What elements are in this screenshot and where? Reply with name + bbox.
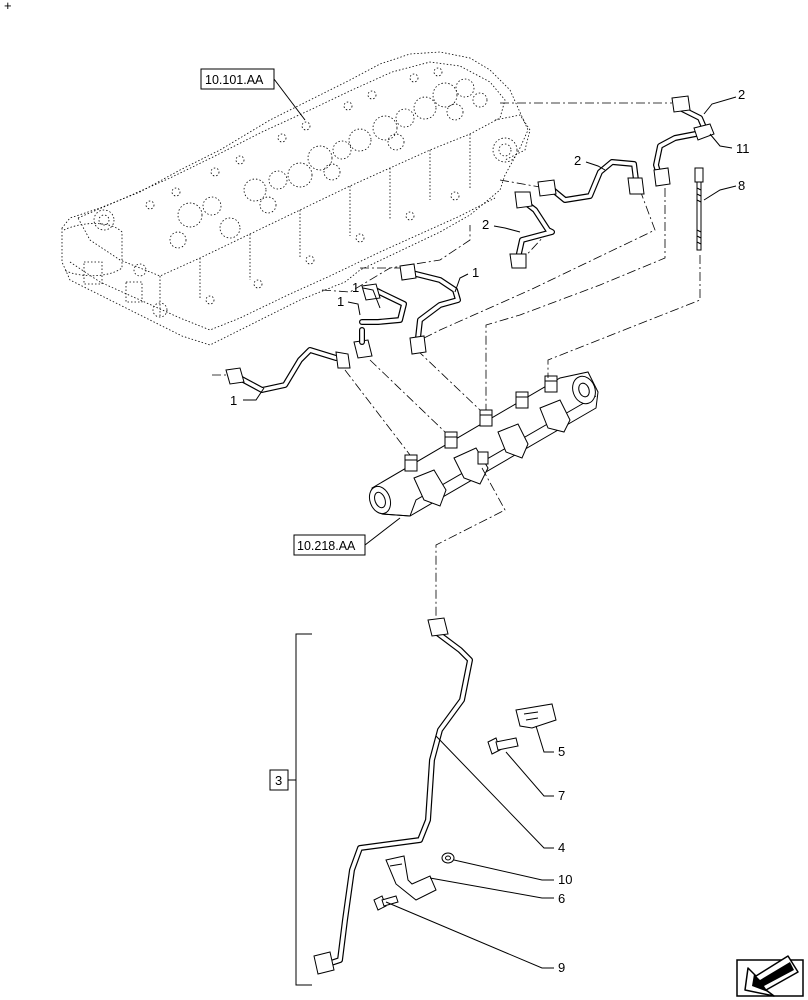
- bracket-bolt[interactable]: [487, 737, 519, 755]
- injector-pipe-1b[interactable]: [353, 283, 407, 359]
- kit-bracket: 3: [269, 633, 312, 986]
- callout-4: 4: [558, 840, 565, 855]
- corner-mark: +: [4, 0, 12, 13]
- injector-pipe-2b[interactable]: [537, 159, 645, 203]
- arrow-down-left-icon[interactable]: [736, 955, 804, 997]
- rail-outlets: [404, 375, 558, 472]
- callout-1a: 1: [230, 393, 237, 408]
- clamp-screw[interactable]: [373, 895, 399, 911]
- high-pressure-pipe[interactable]: [313, 617, 473, 975]
- callout-6: 6: [558, 891, 565, 906]
- injector-pipe-2c[interactable]: [653, 95, 709, 187]
- bracket-clamp[interactable]: [515, 703, 557, 729]
- washer[interactable]: [441, 852, 455, 864]
- ref-box-cylinder-head[interactable]: 10.101.AA: [200, 68, 306, 121]
- callout-1b: 1: [337, 294, 344, 309]
- callout-10: 10: [558, 872, 572, 887]
- common-rail: [368, 371, 599, 517]
- callout-1c: 1: [352, 280, 359, 295]
- callout-9: 9: [558, 960, 565, 975]
- callout-2c: 2: [738, 87, 745, 102]
- ref-box-common-rail[interactable]: 10.218.AA: [293, 517, 401, 556]
- injector-pipe-1c[interactable]: [399, 263, 461, 355]
- callout-1d: 1: [472, 265, 479, 280]
- pipe-clamp[interactable]: [385, 855, 437, 901]
- callout-7: 7: [558, 788, 565, 803]
- callout-11: 11: [736, 141, 750, 156]
- injector-pipe-2a[interactable]: [509, 191, 555, 269]
- ref-common-rail-text: 10.218.AA: [297, 539, 356, 553]
- assembly-centerlines: [212, 102, 701, 618]
- callouts: 1 1 1 1 2 2 2 11 8 5 7 4 10 6: [230, 87, 750, 975]
- ref-cylinder-head-text: 10.101.AA: [205, 73, 264, 87]
- callout-2b: 2: [574, 153, 581, 168]
- kit-label: 3: [275, 773, 282, 788]
- pipe-clip[interactable]: [693, 123, 715, 141]
- callout-5: 5: [558, 744, 565, 759]
- injector-pipe-1a[interactable]: [225, 347, 351, 393]
- callout-8: 8: [738, 178, 745, 193]
- stud-bolt[interactable]: [694, 167, 704, 251]
- callout-2a: 2: [482, 217, 489, 232]
- cylinder-head: [61, 51, 531, 346]
